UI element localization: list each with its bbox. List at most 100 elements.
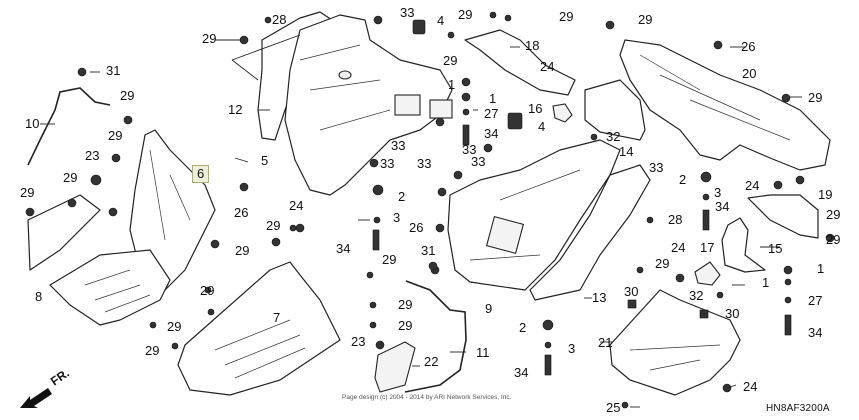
callout-2[interactable]: 2 [679, 172, 687, 187]
callout-24[interactable]: 24 [743, 379, 758, 394]
callout-29[interactable]: 29 [266, 218, 281, 233]
callout-29[interactable]: 29 [108, 128, 123, 143]
callout-2[interactable]: 2 [398, 189, 406, 204]
callout-11[interactable]: 11 [476, 345, 490, 360]
callout-29[interactable]: 29 [20, 185, 35, 200]
callout-30[interactable]: 30 [725, 306, 740, 321]
callout-16[interactable]: 16 [528, 101, 543, 116]
callout-9[interactable]: 9 [485, 301, 493, 316]
part-8-floor-guard[interactable] [27, 194, 101, 271]
callout-31[interactable]: 31 [421, 243, 436, 258]
callout-29[interactable]: 29 [202, 31, 217, 46]
callout-3[interactable]: 3 [393, 210, 401, 225]
callout-24[interactable]: 24 [540, 59, 555, 74]
callout-29[interactable]: 29 [120, 88, 135, 103]
callout-26[interactable]: 26 [234, 205, 249, 220]
part-11-rod[interactable] [404, 280, 467, 393]
callout-8[interactable]: 8 [35, 289, 43, 304]
callout-14[interactable]: 14 [619, 144, 634, 159]
callout-3[interactable]: 3 [568, 341, 576, 356]
callout-34[interactable]: 34 [808, 325, 823, 340]
callout-29[interactable]: 29 [808, 90, 823, 105]
callout-1[interactable]: 1 [817, 261, 825, 276]
callout-22[interactable]: 22 [424, 354, 439, 369]
callout-33[interactable]: 33 [471, 154, 486, 169]
callout-5[interactable]: 5 [261, 153, 269, 168]
callout-1[interactable]: 1 [448, 77, 456, 92]
callout-32[interactable]: 32 [689, 288, 704, 303]
part-18-bracket[interactable] [464, 29, 576, 96]
callout-33[interactable]: 33 [380, 156, 395, 171]
part-22-reflector[interactable] [374, 341, 416, 393]
callout-24[interactable]: 24 [671, 240, 686, 255]
part-6-side-panel[interactable] [129, 129, 216, 291]
callout-24[interactable]: 24 [745, 178, 760, 193]
callout-29[interactable]: 29 [826, 232, 841, 247]
part-17-cap[interactable] [694, 261, 721, 286]
callout-2[interactable]: 2 [519, 320, 527, 335]
part-5-inner-fender[interactable] [284, 14, 453, 196]
callout-26[interactable]: 26 [409, 220, 424, 235]
callout-18[interactable]: 18 [525, 38, 540, 53]
callout-17[interactable]: 17 [700, 240, 715, 255]
callout-30[interactable]: 30 [624, 284, 639, 299]
callout-10[interactable]: 10 [25, 116, 40, 131]
callout-27[interactable]: 27 [484, 106, 499, 121]
callout-29[interactable]: 29 [235, 243, 250, 258]
callout-29[interactable]: 29 [443, 53, 458, 68]
callout-33[interactable]: 33 [649, 160, 664, 175]
callout-29[interactable]: 29 [167, 319, 182, 334]
part-19-plate[interactable] [747, 194, 819, 239]
callout-3[interactable]: 3 [714, 185, 722, 200]
callout-4[interactable]: 4 [437, 13, 445, 28]
callout-33[interactable]: 33 [417, 156, 432, 171]
callout-23[interactable]: 23 [351, 334, 366, 349]
callout-25[interactable]: 25 [606, 400, 621, 415]
callout-7[interactable]: 7 [273, 310, 281, 325]
part-10-rod[interactable] [27, 87, 111, 166]
callout-13[interactable]: 13 [592, 290, 607, 305]
part-16-clip[interactable] [552, 103, 573, 123]
callout-20[interactable]: 20 [742, 66, 757, 81]
callout-32[interactable]: 32 [606, 129, 621, 144]
callout-29[interactable]: 29 [458, 7, 473, 22]
part-14-mud-guard[interactable] [584, 79, 646, 141]
callout-1[interactable]: 1 [489, 91, 497, 106]
callout-27[interactable]: 27 [808, 293, 823, 308]
callout-6-highlighted[interactable]: 6 [192, 165, 210, 183]
callout-29[interactable]: 29 [398, 297, 413, 312]
callout-29[interactable]: 29 [200, 283, 215, 298]
part-13-fender-flap[interactable] [529, 164, 651, 301]
callout-29[interactable]: 29 [559, 9, 574, 24]
callout-15[interactable]: 15 [768, 241, 783, 256]
callout-28[interactable]: 28 [668, 212, 683, 227]
callout-24[interactable]: 24 [289, 198, 304, 213]
callout-33[interactable]: 33 [391, 138, 406, 153]
callout-29[interactable]: 29 [638, 12, 653, 27]
callout-33[interactable]: 33 [400, 5, 415, 20]
part-20-rear-carrier-cover[interactable] [619, 39, 831, 171]
part-7-floor-board[interactable] [177, 261, 341, 396]
callout-29[interactable]: 29 [826, 207, 841, 222]
callout-12[interactable]: 12 [228, 102, 243, 117]
callout-29[interactable]: 29 [655, 256, 670, 271]
callout-34[interactable]: 34 [715, 199, 730, 214]
callout-19[interactable]: 19 [818, 187, 833, 202]
callout-29[interactable]: 29 [63, 170, 78, 185]
callout-21[interactable]: 21 [598, 335, 613, 350]
callout-29[interactable]: 29 [382, 252, 397, 267]
callout-33[interactable]: 33 [462, 142, 477, 157]
callout-29[interactable]: 29 [398, 318, 413, 333]
callout-34[interactable]: 34 [484, 126, 499, 141]
callout-4[interactable]: 4 [538, 119, 546, 134]
part-15-bracket[interactable] [721, 217, 766, 273]
part-9-rear-fender-center[interactable] [447, 139, 621, 291]
callout-26[interactable]: 26 [741, 39, 756, 54]
callout-1[interactable]: 1 [762, 275, 770, 290]
callout-29[interactable]: 29 [145, 343, 160, 358]
callout-23[interactable]: 23 [85, 148, 100, 163]
callout-28[interactable]: 28 [272, 12, 287, 27]
callout-34[interactable]: 34 [336, 241, 351, 256]
callout-31[interactable]: 31 [106, 63, 121, 78]
callout-34[interactable]: 34 [514, 365, 529, 380]
